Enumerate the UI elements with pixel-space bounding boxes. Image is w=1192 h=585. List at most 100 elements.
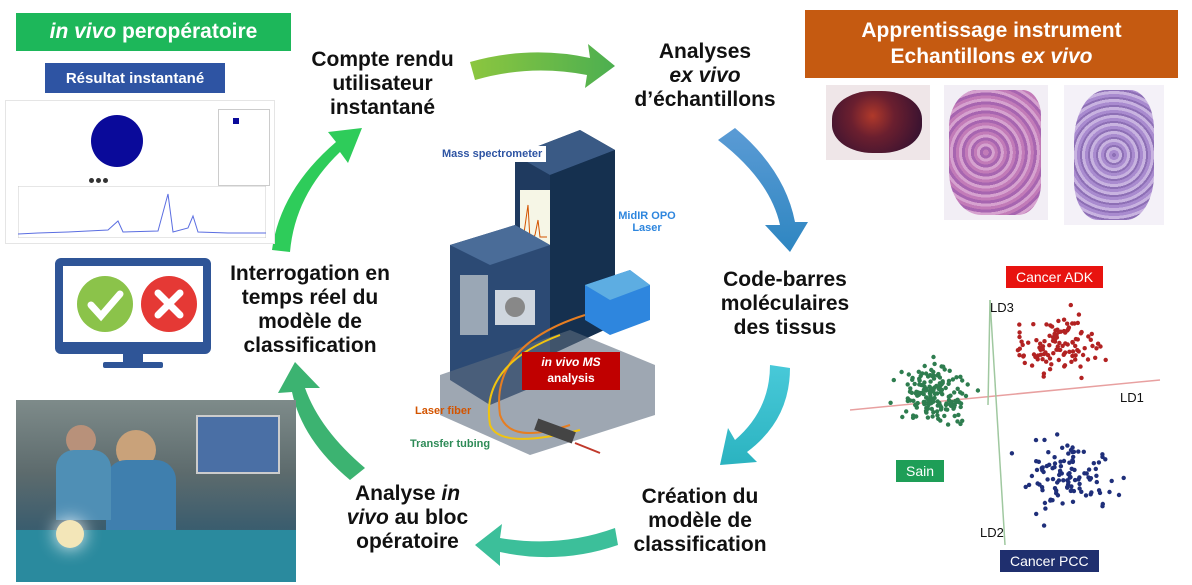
compte-line-3: instantané — [329, 96, 436, 119]
scatter-point — [943, 385, 948, 391]
scatter-point — [1034, 338, 1039, 343]
scatter-point — [1034, 467, 1040, 473]
analyse-a: Analyse — [354, 482, 442, 505]
scatter-point — [1072, 321, 1077, 326]
scatter-point — [910, 377, 915, 382]
scatter-point — [1040, 347, 1045, 352]
scatter-point — [1096, 460, 1102, 465]
scatter-point — [1090, 343, 1095, 349]
scatter-point — [1052, 461, 1058, 466]
scatter-point — [921, 391, 926, 397]
scatter-point — [891, 377, 896, 383]
creation-line-1: Création du — [641, 485, 759, 508]
scatter-point — [1066, 451, 1071, 456]
scatter-point — [1079, 375, 1084, 381]
scatter-point — [1041, 371, 1047, 376]
scatter-point — [1097, 490, 1103, 496]
scatter-point — [1078, 364, 1083, 369]
scatter-point — [907, 389, 913, 394]
scatter-point — [1017, 353, 1022, 358]
scatter-point — [1057, 340, 1062, 346]
scatter-point — [936, 386, 941, 392]
scatter-point — [1084, 471, 1089, 476]
analyses-line-2: ex vivo — [669, 64, 741, 87]
scatter-point — [958, 404, 963, 410]
scatter-point — [1060, 445, 1065, 450]
cancer-pcc-label: Cancer PCC — [1000, 550, 1099, 572]
scatter-point — [1055, 480, 1060, 485]
arrow-top — [470, 44, 615, 88]
compte-line-1: Compte rendu — [311, 48, 454, 71]
scatter-point — [1088, 476, 1094, 481]
scatter-point — [952, 402, 957, 408]
scatter-point — [940, 380, 945, 386]
scatter-point — [935, 413, 940, 418]
scatter-point — [929, 367, 934, 373]
points-adk — [1015, 302, 1108, 381]
scatter-point — [905, 396, 910, 401]
apprentissage-line-2a: Echantillons — [890, 45, 1022, 68]
scatter-point — [1052, 339, 1058, 344]
scatter-point — [1042, 437, 1047, 443]
ld1-label: LD1 — [1120, 390, 1144, 405]
scatter-point — [1077, 481, 1082, 487]
scatter-point — [956, 412, 961, 418]
scatter-point — [1065, 484, 1070, 490]
scatter-point — [926, 400, 931, 405]
analyse-e: opératoire — [356, 530, 459, 553]
scatter-point — [912, 381, 917, 387]
scatter-point — [1017, 346, 1022, 351]
step-analyses-ex-vivo: Analyses ex vivo d’échantillons — [620, 40, 790, 112]
scatter-point — [1103, 457, 1108, 462]
scatter-point — [1061, 458, 1067, 464]
scatter-point — [905, 382, 910, 387]
scatter-point — [1062, 364, 1067, 369]
cancer-adk-label: Cancer ADK — [1006, 266, 1104, 288]
scatter-point — [1046, 450, 1051, 455]
monitor — [55, 258, 215, 368]
creation-line-3: classification — [633, 533, 767, 556]
apprentissage-line-1: Apprentissage instrument — [861, 19, 1122, 42]
transfer-tubing-label: Transfer tubing — [410, 438, 491, 450]
scatter-point — [1058, 459, 1063, 464]
scatter-point — [1009, 451, 1015, 456]
arrow-right-upper — [718, 128, 808, 252]
scatter-point — [1080, 352, 1086, 358]
result-side-panel — [218, 109, 270, 186]
step-creation-modele: Création du modèle de classification — [615, 485, 785, 557]
scatter-point — [1094, 346, 1099, 351]
scatter-point — [1079, 329, 1084, 335]
scatter-point — [951, 406, 956, 411]
interro-line-2: temps réel du — [241, 286, 379, 309]
scatter-point — [925, 415, 931, 420]
scatter-point — [906, 372, 911, 377]
scatter-point — [1041, 523, 1047, 528]
arrow-right-lower — [720, 365, 790, 465]
scatter-point — [926, 397, 931, 402]
scatter-point — [1026, 340, 1031, 345]
scatter-point — [942, 367, 947, 372]
laser-fiber-label: Laser fiber — [415, 405, 472, 417]
scatter-point — [937, 375, 943, 380]
midir-line-2: Laser — [632, 222, 662, 234]
scatter-point — [952, 390, 957, 395]
scatter-point — [945, 407, 950, 412]
scatter-point — [899, 369, 904, 375]
scatter-point — [1081, 449, 1086, 454]
scatter-point — [1068, 447, 1074, 453]
scatter-point — [1089, 490, 1094, 495]
scatter-point — [1043, 350, 1048, 355]
scatter-point — [1086, 334, 1091, 339]
scatter-point — [1109, 478, 1114, 484]
scatter-point — [920, 371, 925, 376]
scatter-point — [1065, 321, 1070, 326]
scatter-point — [1052, 465, 1057, 470]
scatter-point — [1065, 342, 1070, 347]
scatter-point — [1069, 484, 1074, 489]
scatter-point — [1061, 478, 1066, 483]
scatter-point — [1054, 488, 1059, 493]
scatter-point — [1066, 472, 1071, 477]
scatter-point — [934, 409, 940, 414]
scatter-point — [1093, 466, 1098, 472]
